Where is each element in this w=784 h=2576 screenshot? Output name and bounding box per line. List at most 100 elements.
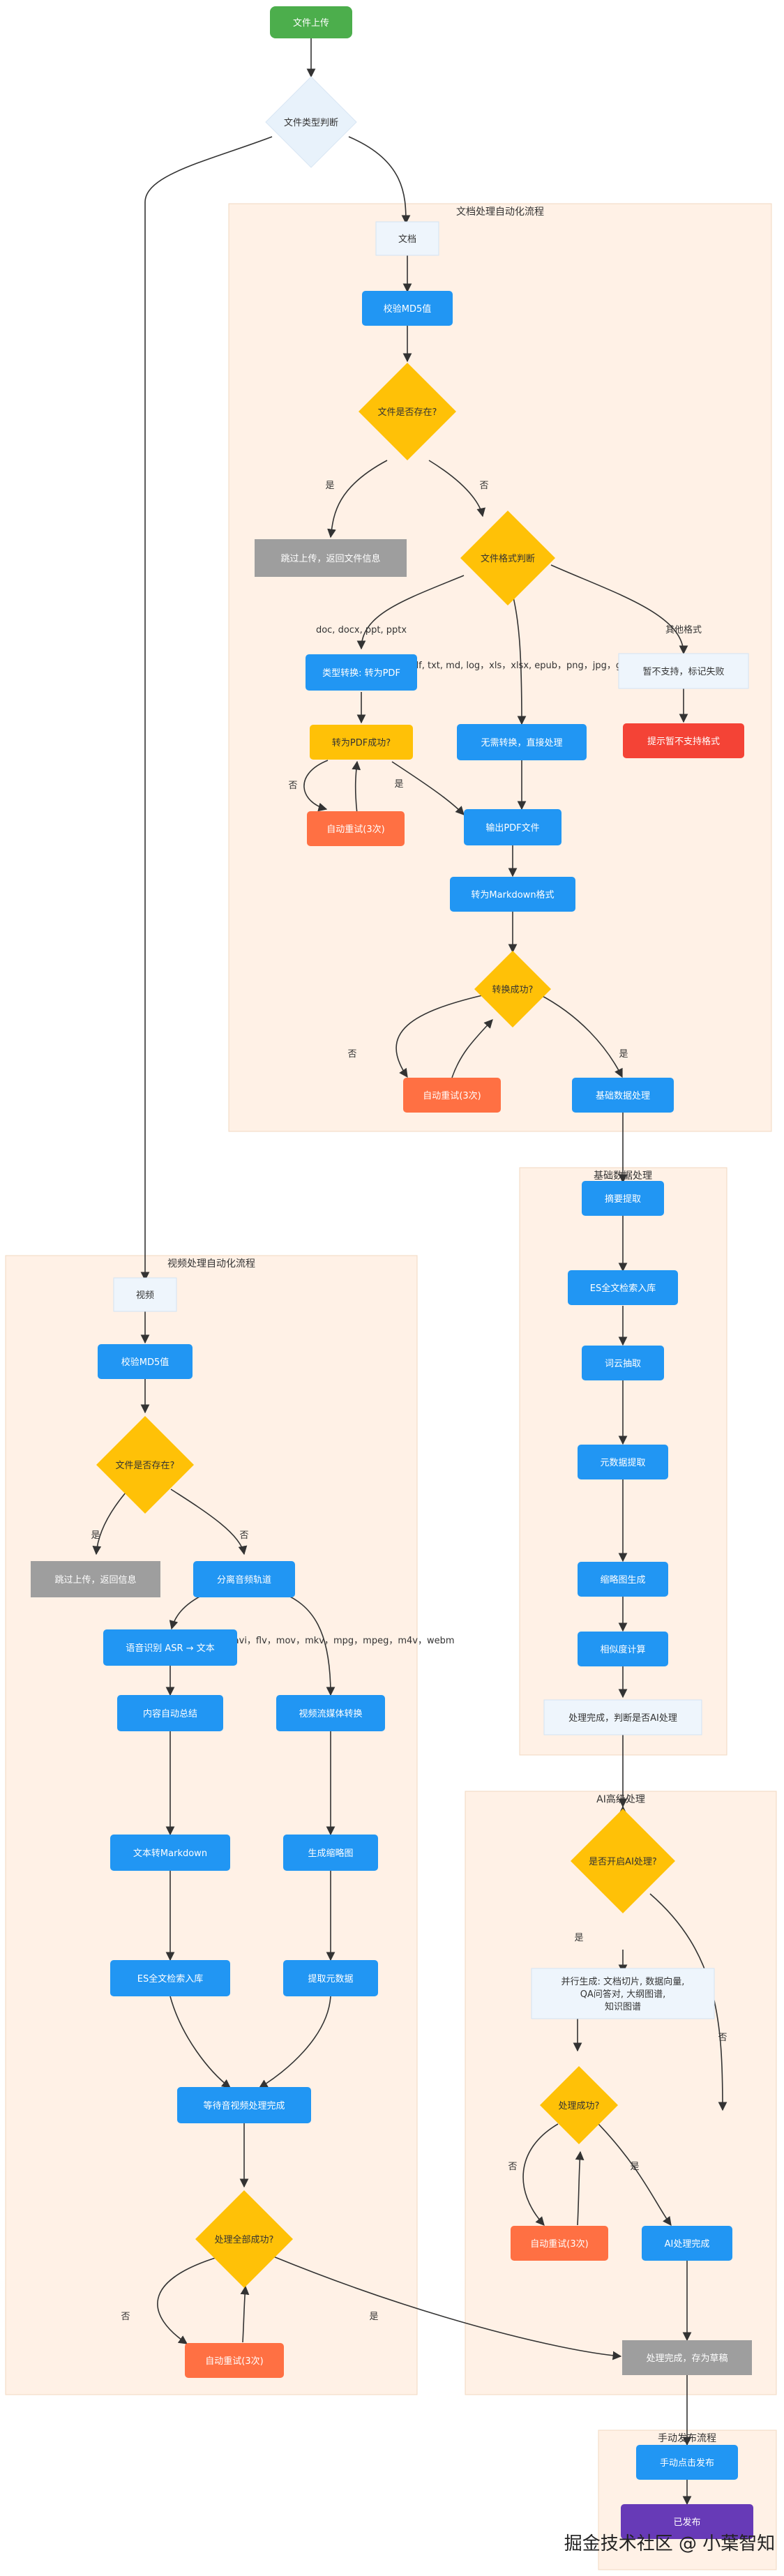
node-b-keyword-label: 词云抽取 [605,1359,641,1369]
node-doc-to-md-shape [450,877,575,912]
node-ai-parallel: 并行生成: 文档切片, 数据向量,QA问答对, 大纲图谱,知识图谱 [531,1968,715,2019]
node-video-label: 视频 [136,1290,154,1301]
watermark: 掘金技术社区 @ 小葉智知 [564,2533,776,2554]
node-ai-enable-shape [571,1809,675,1913]
node-doc-md5-shape [362,291,453,326]
node-ai-ok-shape [540,2066,618,2144]
node-ai-ok: 处理成功? [540,2066,618,2144]
node-doc-output-pdf-label: 输出PDF文件 [485,822,539,834]
label-other-format: 其他格式 [665,624,702,635]
label-doc-exists-yes: 是 [325,481,334,491]
node-doc-noconv-shape [457,724,587,760]
node-doc-format-label: 文件格式判断 [481,553,535,564]
node-v-split-label: 分离音频轨道 [217,1574,271,1585]
label-direct-ext: pdf, txt, md, log，xls，xlsx, epub，png，jpg… [407,660,637,671]
node-ai-retry-shape [511,2226,608,2261]
subgraph-video: 视频处理自动化流程 [5,1255,418,2395]
node-doc-pdf-ok-shape [310,725,413,760]
node-v-thumb: 生成缩略图 [283,1835,378,1871]
node-b-done-label: 处理完成，判断是否AI处理 [568,1713,677,1724]
node-doc-exists-label: 文件是否存在? [378,407,437,418]
node-doc-basic-label: 基础数据处理 [596,1091,650,1101]
node-b-es-shape [568,1270,678,1305]
node-ai-parallel-shape [531,1968,715,2019]
node-doc-basic: 基础数据处理 [572,1078,674,1113]
node-upload-shape [270,6,352,38]
node-type-judge-shape [265,76,357,168]
nodes: 文件上传文件类型判断文档校验MD5值文件是否存在?跳过上传，返回文件信息文件格式… [31,6,753,2539]
label-doc-ext: doc, docx, ppt, pptx [316,625,407,635]
node-b-summary: 摘要提取 [582,1181,664,1216]
label-doc-exists-no: 否 [479,481,488,491]
node-doc-noconv: 无需转换，直接处理 [457,724,587,760]
node-doc-retry1-label: 自动重试(3次) [326,824,384,835]
node-ai-enable: 是否开启AI处理? [571,1809,675,1913]
label-pdf-ok-yes: 是 [394,779,403,790]
node-upload-label: 文件上传 [293,18,329,29]
node-v-thumb-shape [283,1835,378,1871]
node-b-done-shape [543,1699,702,1735]
label-video-ext: mp4，avi，flv，mov，mkv，mpg，mpeg，m4v，webm [204,1636,454,1646]
node-doc-output-pdf-shape [464,809,561,845]
node-doc-label: 文档 [398,234,416,245]
node-doc-conv-ok-shape [474,951,551,1027]
node-v-retry: 自动重试(3次) [185,2343,284,2378]
node-published: 已发布 [621,2504,753,2539]
node-ai-done-shape [642,2226,732,2261]
node-doc-unsupported-label: 暂不支持，标记失败 [642,667,724,677]
node-publish-label: 手动点击发布 [660,2457,714,2469]
label-v-ok-yes: 是 [369,2312,378,2322]
node-v-stream: 视频流媒体转换 [276,1695,385,1731]
node-v-md-shape [110,1835,230,1871]
node-v-asr-label: 语音识别 ASR → 文本 [126,1643,214,1654]
node-b-keyword-shape [582,1346,664,1380]
node-v-exists-shape [96,1416,194,1514]
node-doc-prompt-label: 提示暂不支持格式 [647,736,720,747]
label-ai-enable-yes: 是 [574,1933,583,1943]
node-v-all-ok-shape [195,2190,293,2288]
node-b-thumb-shape [578,1562,668,1597]
node-doc-convert-label: 类型转换: 转为PDF [322,668,400,679]
node-v-asr: 语音识别 ASR → 文本 [103,1629,237,1666]
node-doc-to-md-label: 转为Markdown格式 [471,889,554,901]
node-v-split-shape [193,1561,295,1597]
node-doc-pdf-ok-label: 转为PDF成功? [332,738,391,748]
node-b-es: ES全文检索入库 [568,1270,678,1305]
node-b-similar-shape [578,1632,668,1666]
edges [92,38,728,2506]
node-doc-unsupported-shape [618,653,749,689]
node-doc-retry2-shape [403,1078,501,1113]
node-v-es: ES全文检索入库 [110,1960,230,1996]
node-v-es-shape [110,1960,230,1996]
label-v-exists-yes: 是 [91,1530,100,1541]
node-v-skip-label: 跳过上传，返回信息 [54,1574,136,1585]
node-publish[interactable]: 手动点击发布 [636,2445,738,2480]
node-doc-skip-shape [255,539,407,577]
node-doc-retry2: 自动重试(3次) [403,1078,501,1113]
node-doc-skip-label: 跳过上传，返回文件信息 [280,553,380,564]
node-video: 视频 [113,1277,177,1312]
node-doc-retry1: 自动重试(3次) [307,811,405,846]
node-v-retry-label: 自动重试(3次) [205,2356,263,2367]
node-ai-parallel-label: 并行生成: 文档切片, 数据向量,QA问答对, 大纲图谱,知识图谱 [561,1976,685,2012]
label-ai-ok-yes: 是 [630,2162,639,2172]
label-ai-ok-no: 否 [508,2162,517,2172]
node-b-similar: 相似度计算 [578,1632,668,1666]
node-doc-md5-label: 校验MD5值 [384,303,432,315]
node-b-summary-label: 摘要提取 [605,1193,641,1205]
node-v-wait: 等待音视频处理完成 [177,2087,311,2123]
subgraph-doc-title: 文档处理自动化流程 [456,206,544,218]
node-doc-output-pdf: 输出PDF文件 [464,809,561,845]
node-doc-shape [375,221,439,256]
node-draft: 处理完成，存为草稿 [622,2340,752,2375]
node-v-es-label: ES全文检索入库 [137,1973,203,1984]
node-upload[interactable]: 文件上传 [270,6,352,38]
node-doc-pdf-ok: 转为PDF成功? [310,725,413,760]
node-doc-convert: 类型转换: 转为PDF [306,654,417,691]
node-b-done: 处理完成，判断是否AI处理 [543,1699,702,1735]
node-v-stream-shape [276,1695,385,1731]
node-b-similar-label: 相似度计算 [600,1644,645,1655]
node-v-all-ok: 处理全部成功? [195,2190,293,2288]
node-ai-done-label: AI处理完成 [665,2239,710,2250]
node-doc-format: 文件格式判断 [460,511,555,605]
